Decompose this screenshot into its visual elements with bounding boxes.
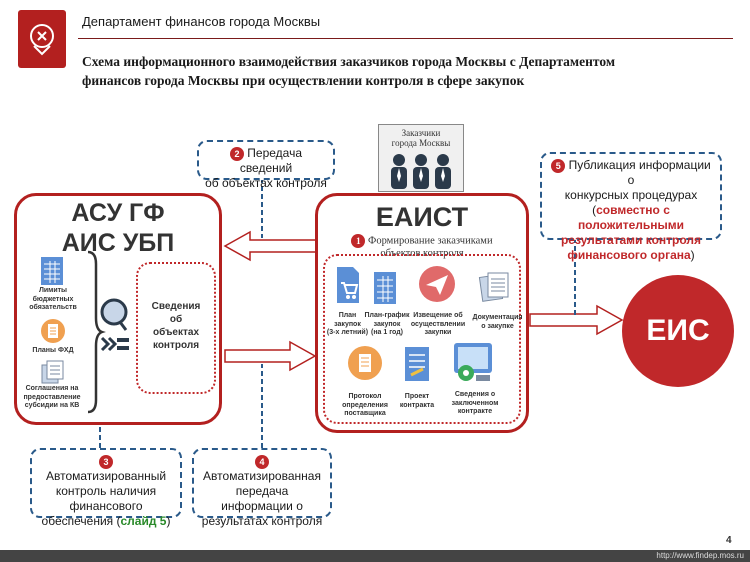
step-3-badge: 3 — [99, 454, 113, 469]
documents-stack-icon — [40, 360, 68, 384]
customers-label: Заказчики города Москвы — [391, 128, 451, 148]
subtitle-line-2: финансов города Москвы при осуществлении… — [82, 73, 525, 88]
step-5-badge: 5 — [551, 158, 566, 173]
footer-url: http://www.findep.mos.ru — [656, 551, 744, 560]
callout-3-control: 3 Автоматизированный контроль наличия фи… — [30, 448, 182, 528]
footer-bar — [0, 550, 750, 562]
eaist-box: ЕАИСТ — [315, 193, 529, 433]
arrow-eaist-to-asu — [223, 230, 319, 262]
eaist-title: ЕАИСТ — [375, 202, 469, 232]
control-objects-label: Сведения об объектах контроля — [151, 301, 201, 351]
plans-fhd-label: Планы ФХД — [32, 347, 74, 354]
spreadsheet-icon — [38, 256, 68, 286]
callout-2-transfer: 2 Передача сведений об объектах контроля — [197, 140, 335, 190]
contract-draft-label: Проект контракта — [399, 393, 435, 409]
eaist-objects-box — [323, 254, 521, 424]
documentation-stack-icon — [478, 270, 512, 302]
header-title: Департамент финансов города Москвы — [82, 14, 321, 29]
subsidy-agreements-label: Соглашения на предоставление субсидии на… — [23, 385, 81, 409]
ais-ubp-title: АИС УБП — [61, 229, 175, 257]
schedule-plan-label: План-график закупок (на 1 год) — [364, 312, 410, 336]
eis-circle: ЕИС — [622, 275, 734, 387]
supplier-protocol-label: Протокол определения поставщика — [342, 393, 388, 417]
contract-draft-icon — [403, 345, 431, 385]
subtitle-line-1: Схема информационного взаимодействия зак… — [82, 54, 616, 69]
customers-box: Заказчики города Москвы — [378, 124, 464, 192]
documentation-label: Документация о закупке — [472, 314, 523, 330]
curly-brace — [87, 250, 106, 414]
protocol-icon — [347, 345, 383, 381]
page-number: 4 — [726, 535, 732, 546]
purchase-plan-label: План закупок (3-х летний) — [326, 312, 369, 336]
procurement-notice-label: Извещение об осуществлении закупки — [410, 312, 466, 336]
people-group-icon — [391, 154, 451, 189]
coat-of-arms-icon — [30, 24, 54, 56]
header-divider — [78, 38, 733, 39]
transfer-chevrons-icon — [100, 336, 129, 352]
concluded-contract-label: Сведения о заключенном контракте — [451, 391, 499, 415]
callout-4-results: 4 Автоматизированная передача информации… — [192, 448, 332, 528]
step-4-badge: 4 — [255, 454, 269, 469]
formation-label: 1 Формирование заказчиками объектов конт… — [322, 234, 522, 260]
callout-5-publication: 5 Публикация информации о конкурсных про… — [540, 152, 722, 262]
magnifier-icon — [100, 298, 128, 331]
paper-plane-icon — [418, 265, 456, 303]
concluded-contract-icon — [452, 341, 494, 385]
arrow-asu-to-eaist — [224, 340, 317, 372]
step-1-badge: 1 — [351, 234, 366, 248]
brace-and-magnifier — [87, 250, 129, 414]
schedule-spreadsheet-icon — [372, 270, 398, 306]
step-2-badge: 2 — [229, 146, 244, 161]
document-orange-icon — [38, 318, 68, 344]
arrow-eaist-to-eis — [529, 304, 624, 336]
diagram-subtitle: Схема информационного взаимодействия зак… — [82, 52, 722, 90]
asu-gf-title: АСУ ГФ — [71, 199, 165, 227]
limits-label: Лимиты бюджетных обязательств — [29, 287, 77, 311]
cart-document-icon — [335, 265, 361, 305]
control-objects-box: Сведения об объектах контроля — [136, 262, 216, 394]
moscow-coat-of-arms-logo — [18, 10, 66, 68]
